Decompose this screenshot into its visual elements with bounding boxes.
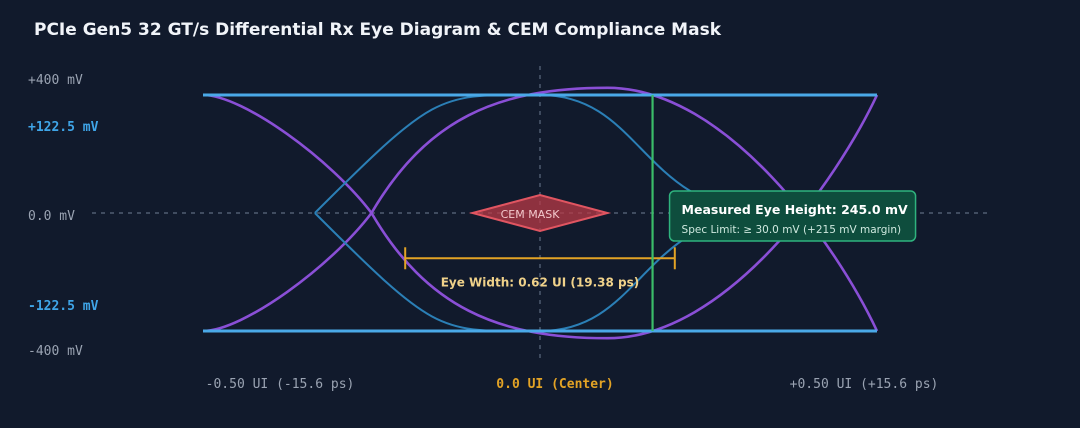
y-tick-label-122_5: +122.5 mV bbox=[28, 120, 99, 135]
eye-width-label: Eye Width: 0.62 UI (19.38 ps) bbox=[441, 275, 640, 289]
x-tick-label-neg0_5: -0.50 UI (-15.6 ps) bbox=[206, 377, 355, 392]
x-tick-label-0_5: +0.50 UI (+15.6 ps) bbox=[790, 377, 939, 392]
y-tick-label-0: 0.0 mV bbox=[28, 209, 75, 224]
eye-height-callout-box bbox=[668, 190, 917, 242]
axis-label-layer: +400 mV +122.5 mV 0.0 mV -122.5 mV -400 mV -0… bbox=[28, 73, 938, 392]
x-tick-label-0: 0.0 UI (Center) bbox=[496, 377, 613, 392]
y-tick-label-400: +400 mV bbox=[28, 73, 83, 88]
annotation-layer: Eye Width: 0.62 UI (19.38 ps) Measured Ey… bbox=[404, 95, 917, 331]
eye-height-callout-title: Measured Eye Height: 245.0 mV bbox=[682, 202, 908, 217]
y-tick-label-neg122_5: -122.5 mV bbox=[28, 299, 99, 314]
cem-mask-shape bbox=[468, 193, 612, 233]
cem-mask-label: CEM MASK bbox=[501, 208, 561, 221]
rail-layer bbox=[203, 93, 877, 333]
chart-title: PCIe Gen5 32 GT/s Differential Rx Eye Di… bbox=[34, 20, 721, 40]
mask-layer: CEM MASK bbox=[468, 193, 612, 233]
eye-height-callout-detail: Spec Limit: ≥ 30.0 mV (+215 mV margin) bbox=[682, 224, 902, 236]
y-tick-label-neg400: -400 mV bbox=[28, 344, 83, 359]
